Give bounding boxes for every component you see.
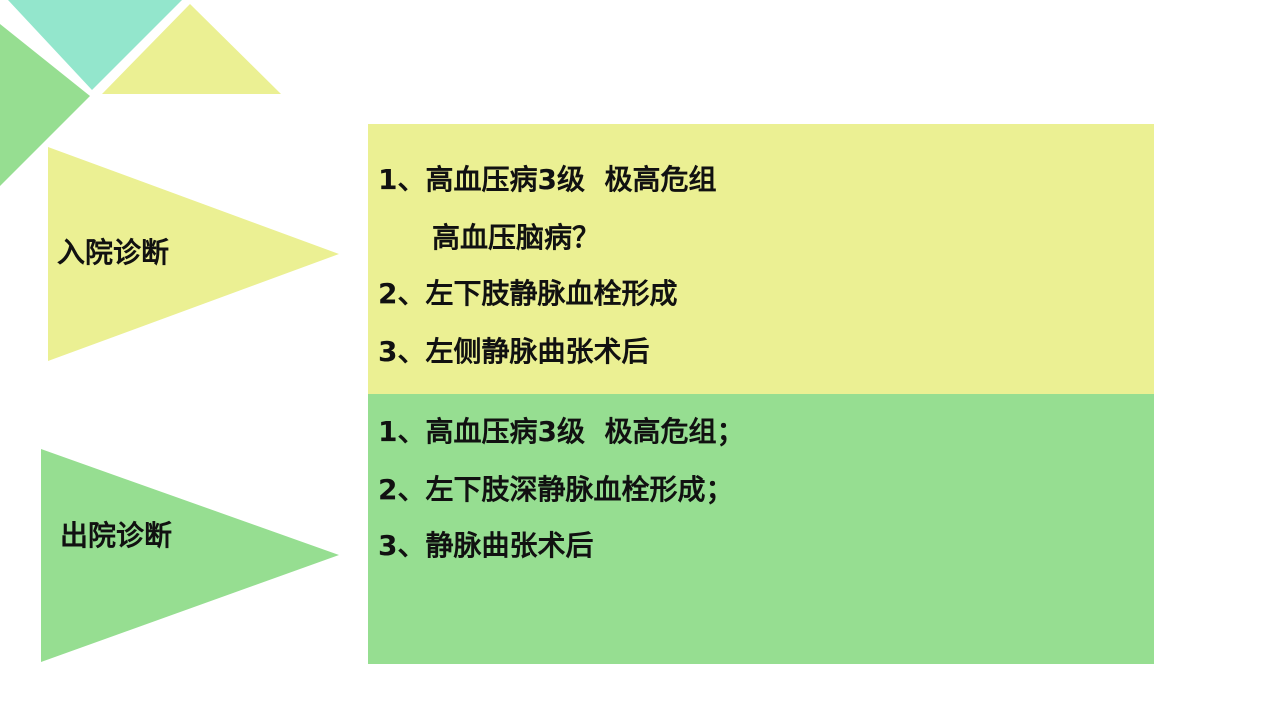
yellow-corner-triangle (102, 4, 281, 94)
green-corner-triangle (0, 24, 90, 186)
admission-pointer-triangle (48, 147, 339, 361)
admission-item-1-sub: 高血压脑病？ (432, 221, 601, 254)
discharge-diagnosis-label: 出院诊断 (60, 519, 173, 552)
admission-diagnosis-panel: 1、高血压病3级 极高危组 高血压脑病？ 2、左下肢静脉血栓形成 3、左侧静脉曲… (368, 124, 1154, 394)
admission-item-2: 2、左下肢静脉血栓形成 (378, 277, 678, 310)
discharge-item-2: 2、左下肢深静脉血栓形成； (378, 473, 734, 506)
discharge-item-3: 3、静脉曲张术后 (378, 529, 594, 562)
admission-item-1: 1、高血压病3级 极高危组 (378, 163, 717, 196)
admission-item-3: 3、左侧静脉曲张术后 (378, 335, 650, 368)
teal-corner-triangle (8, 0, 182, 90)
decorative-triangles (0, 0, 281, 186)
discharge-pointer-triangle (41, 449, 339, 662)
discharge-diagnosis-panel: 1、高血压病3级 极高危组； 2、左下肢深静脉血栓形成； 3、静脉曲张术后 (368, 394, 1154, 664)
discharge-item-1: 1、高血压病3级 极高危组； (378, 415, 745, 448)
admission-diagnosis-label: 入院诊断 (57, 236, 170, 269)
